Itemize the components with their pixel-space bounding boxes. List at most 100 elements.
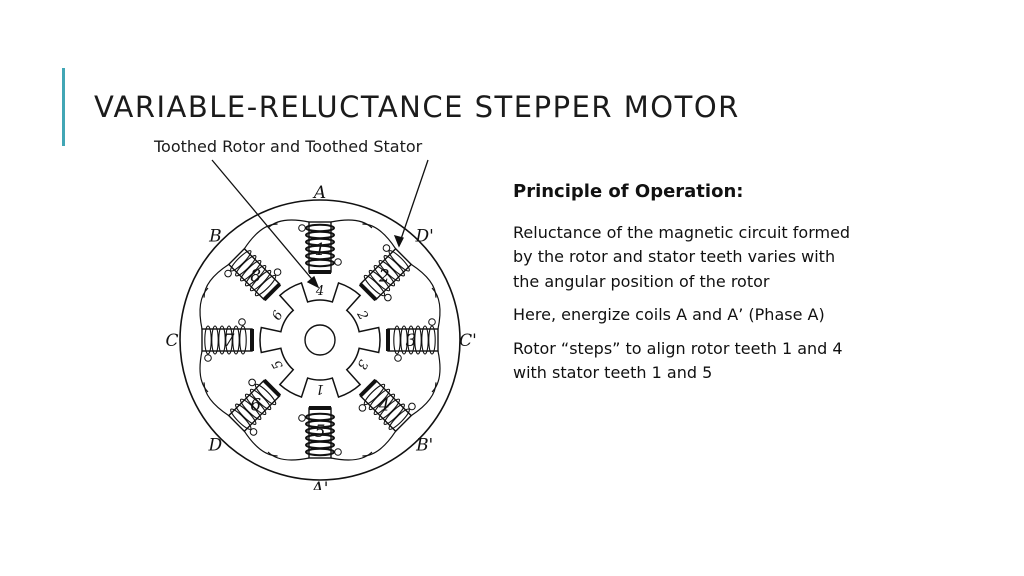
stator-poles [199,219,441,461]
principle-paragraph-1: Reluctance of the magnetic circuit forme… [513,222,851,291]
stator-phase-label: D [208,436,223,456]
stator-yoke-curve [410,382,437,417]
rotor [259,281,381,399]
stator-tooth-face [358,378,378,398]
stator-coil-number: 6 [250,395,261,415]
stator-tooth-face [309,406,331,410]
coil-turn [393,325,401,355]
coil-turn [383,255,405,277]
stator-yoke-curve [330,451,373,461]
coil-turn [244,264,267,287]
coil-turn [305,258,335,268]
stator-tooth-face [309,270,331,274]
coil-terminal [334,448,342,456]
stator-yoke-curve [243,223,278,250]
stator-yoke-curve [267,451,310,461]
coil-turn [363,274,386,297]
slide-title: VARIABLE-RELUCTANCE STEPPER MOTOR [94,90,740,124]
coil-turn [428,325,436,355]
coil-turn [414,325,422,355]
stator-yoke-curve [243,430,278,457]
stator-phase-label: A' [310,479,329,490]
principle-heading: Principle of Operation: [513,181,744,202]
coil-turn [388,408,410,430]
coil-turn [230,250,252,272]
stator-yoke-curve [431,287,441,330]
accent-bar [62,68,65,146]
coil-turn [305,412,335,422]
coil-turn [230,408,252,430]
coil-turn [254,274,277,297]
stator-yoke-curve [362,430,397,457]
coil-turn [400,325,408,355]
coil-turn [232,325,240,355]
coil-terminal [298,414,306,422]
stator-tooth-face [386,329,390,351]
coil-turn [235,403,257,425]
stator-coil-number: 7 [224,331,235,351]
stator-coil-number: 5 [315,422,326,442]
stator-tooth-face [358,282,378,302]
coil-terminal [428,318,436,326]
coil-terminal [204,354,212,362]
coil-terminal [334,258,342,266]
stator-yoke-curve [199,287,209,330]
coil-turn [383,403,405,425]
coil-turn [244,393,267,416]
stator-yoke-curve [267,219,310,229]
stator-pole [386,287,441,393]
coil-terminal [273,268,282,276]
rotor-tooth-number: 4 [315,284,324,299]
stator-coil-number: 2 [378,267,390,287]
stator-pole [199,287,254,393]
coil-turn [218,325,226,355]
rotor-tooth-number: 1 [316,381,324,396]
stator-yoke-curve [330,219,373,229]
coil-turn [407,325,415,355]
principle-paragraph-3: Rotor “steps” to align rotor teeth 1 and… [513,338,843,383]
coil-turn [368,269,391,292]
stator-phase-label: C [165,331,178,351]
stator-pole [267,219,373,274]
coil-turn [239,325,247,355]
coil-turn [239,398,262,421]
stator-yoke-curve [410,263,437,298]
stator-coil-number: 1 [315,240,326,260]
stator-yoke-curve [203,382,230,417]
rotor-shaft [304,324,336,356]
stator-yoke-curve [431,350,441,393]
coil-turn [204,325,212,355]
coil-turn [235,255,257,277]
coil-terminal [394,354,402,362]
stator-phase-label: B [208,226,222,246]
principle-text-block: Principle of Operation: Reluctance of th… [513,180,858,395]
stator-pole [203,378,282,457]
coil-terminal [298,224,306,232]
stator-phase-label: B' [415,436,433,456]
stator-pole [203,223,282,302]
stator-phase-label: C' [459,331,477,351]
coil-turn [363,383,386,406]
coil-turn [421,325,429,355]
coil-terminal [238,318,246,326]
coil-turn [373,264,396,287]
coil-turn [249,388,272,411]
stator-tooth-face [262,378,282,398]
stator-outer-ring [179,199,461,481]
coil-turn [249,269,272,292]
rotor-body [259,281,381,399]
coil-turn [378,259,401,282]
coil-turn [373,393,396,416]
diagram-caption: Toothed Rotor and Toothed Stator [154,137,423,156]
coil-turn [388,250,410,272]
stator-tooth-face [250,329,254,351]
stator-coil-number: 8 [250,267,261,287]
stator-coil-number: 4 [378,395,390,415]
coil-turn [368,388,391,411]
coil-terminal [384,293,392,302]
stator-yoke-curve [362,223,397,250]
coil-turn [225,325,233,355]
coil-turn [211,325,219,355]
principle-paragraph-2: Here, energize coils A and A’ (Phase A) [513,305,825,324]
